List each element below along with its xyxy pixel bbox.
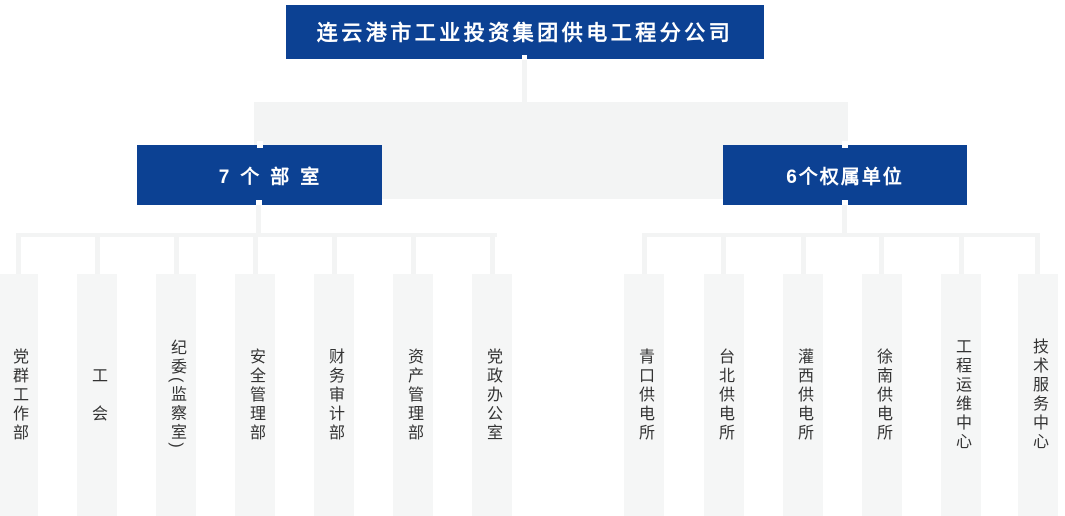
department-label: 安全管理部 (247, 347, 264, 443)
connector-gap (842, 200, 848, 205)
connector-departments-hline (16, 233, 497, 237)
department-label: 党政办公室 (484, 347, 501, 443)
branch-departments-label: 7个部室 (218, 166, 331, 188)
department-box-dangzheng: 党政办公室 (472, 274, 512, 516)
department-box-dangqun: 党群工作部 (0, 274, 38, 516)
connector-units-stub (842, 205, 847, 233)
branch-units-label: 6个权属单位 (786, 166, 904, 188)
connector-leaf-stub (16, 237, 21, 274)
connector-leaf-stub (1035, 237, 1040, 274)
unit-label: 灌西供电所 (795, 347, 812, 443)
department-box-caiwu: 财务审计部 (314, 274, 354, 516)
unit-label: 技术服务中心 (1030, 338, 1047, 452)
connector-leaf-stub (253, 237, 258, 274)
connector-leaf-stub (801, 237, 806, 274)
unit-box-jishu-fuwu: 技术服务中心 (1018, 274, 1058, 516)
unit-box-gongcheng-yunwei: 工程运维中心 (941, 274, 981, 516)
root-company-label: 连云港市工业投资集团供电工程分公司 (316, 22, 734, 45)
connector-gap (522, 55, 527, 60)
connector-leaf-stub (490, 237, 495, 274)
department-box-gonghui: 工 会 (77, 274, 117, 516)
connector-units-hline (642, 233, 1040, 237)
unit-label: 徐南供电所 (874, 347, 891, 443)
department-label: 资产管理部 (405, 347, 422, 443)
unit-box-taibei: 台北供电所 (704, 274, 744, 516)
department-label: 工 会 (89, 366, 106, 424)
branch-units-node: 6个权属单位 (723, 145, 967, 205)
connector-root-vline (522, 60, 527, 102)
department-label: 纪委(监察室) (168, 339, 185, 451)
department-label: 财务审计部 (326, 347, 343, 443)
connector-leaf-stub (411, 237, 416, 274)
connector-leaf-stub (879, 237, 884, 274)
unit-label: 青口供电所 (636, 347, 653, 443)
connector-leaf-stub (721, 237, 726, 274)
branch-departments-node: 7个部室 (137, 145, 382, 205)
root-company-node: 连云港市工业投资集团供电工程分公司 (286, 5, 764, 59)
unit-box-xunan: 徐南供电所 (862, 274, 902, 516)
connector-leaf-stub (95, 237, 100, 274)
department-label: 党群工作部 (10, 347, 27, 443)
connector-gap (256, 200, 262, 205)
unit-label: 工程运维中心 (953, 338, 970, 452)
connector-gap (257, 141, 263, 148)
unit-box-qingkou: 青口供电所 (624, 274, 664, 516)
department-box-anquan: 安全管理部 (235, 274, 275, 516)
department-box-zichan: 资产管理部 (393, 274, 433, 516)
connector-departments-stub (256, 205, 261, 233)
department-box-jiwei: 纪委(监察室) (156, 274, 196, 516)
connector-gap (842, 141, 848, 148)
unit-label: 台北供电所 (716, 347, 733, 443)
connector-leaf-stub (959, 237, 964, 274)
unit-box-guanxi: 灌西供电所 (783, 274, 823, 516)
connector-leaf-stub (642, 237, 647, 274)
connector-leaf-stub (332, 237, 337, 274)
connector-leaf-stub (174, 237, 179, 274)
